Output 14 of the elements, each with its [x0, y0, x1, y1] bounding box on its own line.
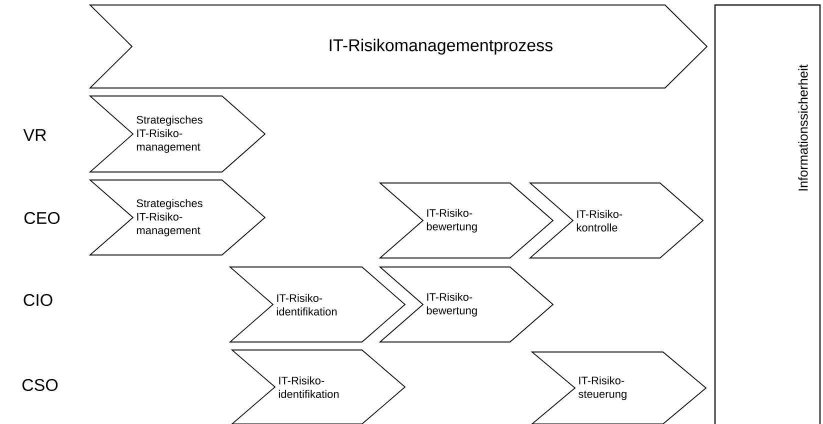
- process-step: IT-Risiko- identifikation: [228, 266, 406, 342]
- process-step: Strategisches IT-Risiko- management: [88, 96, 266, 172]
- process-step: IT-Risiko- steuerung: [530, 352, 707, 424]
- role-label: VR: [23, 129, 46, 141]
- process-step: IT-Risiko- bewertung: [378, 266, 554, 342]
- role-label: CEO: [24, 212, 60, 224]
- role-label: CIO: [24, 294, 52, 306]
- process-step: IT-Risiko- kontrolle: [528, 182, 704, 258]
- process-step: Strategisches IT-Risiko- management: [88, 180, 266, 256]
- process-step: IT-Risiko- identifikation: [230, 350, 406, 424]
- process-step: IT-Risiko- bewertung: [378, 182, 554, 258]
- role-label: CSO: [22, 378, 58, 392]
- process-banner: IT-Risikomanagementprozess: [88, 4, 708, 88]
- vertical-box: Informationssicherheit: [714, 4, 821, 424]
